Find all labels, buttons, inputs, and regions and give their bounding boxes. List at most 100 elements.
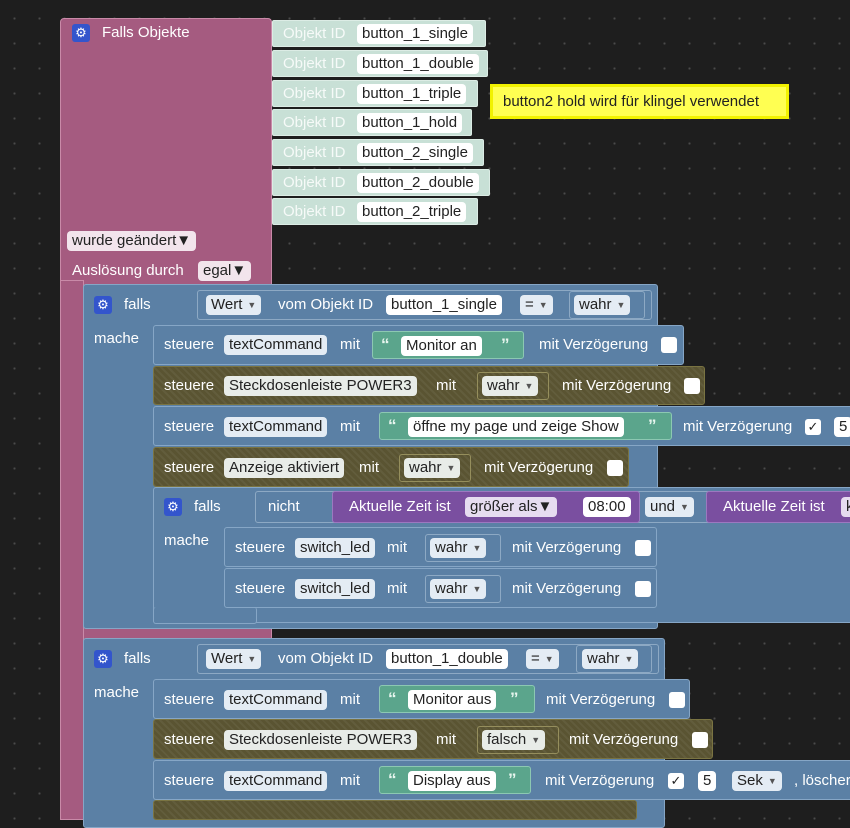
object-row-3[interactable]: Objekt ID button_1_triple — [272, 80, 478, 107]
object-row-7[interactable]: Objekt ID button_2_triple — [272, 198, 478, 225]
control-block[interactable]: steuere switch_led mit wahr▼ mit Verzöge… — [224, 568, 657, 608]
delay-label: mit Verzögerung — [484, 459, 594, 476]
control-block[interactable]: steuere switch_led mit wahr▼ mit Verzöge… — [224, 527, 657, 567]
gear-icon[interactable]: ⚙ — [72, 24, 90, 42]
object-id-label: Objekt ID — [283, 55, 346, 72]
text-block[interactable]: “ Display aus ” — [379, 766, 531, 794]
compare-dropdown[interactable]: größer als▼ — [465, 497, 558, 517]
delay-label: mit Verzögerung — [539, 336, 649, 353]
control-label: steuere — [164, 336, 215, 353]
object-id-field[interactable]: button_2_triple — [357, 202, 467, 222]
delay-checkbox[interactable] — [635, 540, 651, 556]
bool-wrap — [576, 645, 652, 673]
delay-checkbox[interactable] — [669, 692, 685, 708]
compare-dropdown-cut[interactable]: k — [841, 497, 850, 517]
text-field[interactable]: Display aus — [408, 771, 496, 791]
target-dropdown[interactable]: textCommand — [224, 690, 328, 710]
text-block[interactable]: “ öffne my page und zeige Show ” — [379, 412, 672, 440]
time-field[interactable]: 08:00 — [583, 497, 631, 517]
delay-checkbox[interactable] — [692, 732, 708, 748]
object-row-1[interactable]: Objekt ID button_1_single — [272, 20, 486, 47]
text-block[interactable]: “ Monitor aus ” — [379, 685, 535, 713]
delay-checkbox[interactable] — [607, 460, 623, 476]
quote-open-icon: “ — [388, 770, 397, 789]
control-block[interactable]: steuere textCommand mit “ Monitor an ” m… — [153, 325, 684, 365]
target-dropdown[interactable]: textCommand — [224, 335, 328, 355]
target-dropdown[interactable]: Anzeige aktiviert — [224, 458, 345, 478]
control-block[interactable]: steuere Steckdosenleiste POWER3 mit wahr… — [153, 366, 705, 405]
condition-compare[interactable] — [197, 644, 659, 674]
target-dropdown[interactable]: textCommand — [224, 417, 328, 437]
with-label: mit — [340, 691, 360, 708]
delay-checkbox[interactable]: ✓ — [805, 419, 821, 435]
object-id-label: Objekt ID — [283, 203, 346, 220]
do-label: mache — [94, 330, 140, 347]
value-dropdown[interactable]: Wert▼ — [206, 295, 262, 315]
trigger-by-dropdown[interactable]: egal▼ — [198, 261, 252, 281]
operator-dropdown[interactable]: =▼ — [526, 649, 559, 669]
object-id-field[interactable]: button_1_hold — [357, 113, 463, 133]
target-dropdown[interactable]: textCommand — [224, 771, 328, 791]
target-dropdown[interactable]: switch_led — [295, 579, 376, 599]
bool-dropdown[interactable]: falsch▼ — [482, 730, 546, 750]
bool-dropdown[interactable]: wahr▼ — [482, 376, 539, 396]
control-block[interactable]: steuere textCommand mit “ öffne my page … — [153, 406, 850, 446]
with-label: mit — [387, 539, 407, 556]
with-label: mit — [436, 731, 456, 748]
object-row-2[interactable]: Objekt ID button_1_double — [272, 50, 488, 77]
object-id-field[interactable]: button_1_triple — [357, 84, 467, 104]
bool-dropdown[interactable]: wahr▼ — [430, 538, 487, 558]
object-row-4[interactable]: Objekt ID button_1_hold — [272, 109, 472, 136]
control-block-partial[interactable] — [153, 800, 637, 820]
control-block[interactable]: steuere textCommand mit “ Monitor aus ” … — [153, 679, 690, 719]
text-field[interactable]: Monitor an — [401, 336, 482, 356]
comment-bubble[interactable]: button2 hold wird für klingel verwendet — [490, 84, 789, 119]
bool-dropdown[interactable]: wahr▼ — [574, 295, 631, 315]
delay-checkbox[interactable] — [684, 378, 700, 394]
delay-value-field[interactable]: 5 — [834, 417, 850, 437]
control-label: steuere — [164, 731, 215, 748]
bool-dropdown[interactable]: wahr▼ — [582, 649, 639, 669]
text-block[interactable]: “ Monitor an ” — [372, 331, 524, 359]
object-id-field[interactable]: button_2_double — [357, 173, 479, 193]
with-label: mit — [340, 336, 360, 353]
control-block[interactable]: steuere textCommand mit “ Display aus ” … — [153, 760, 850, 800]
object-id-field[interactable]: button_1_double — [357, 54, 479, 74]
object-row-5[interactable]: Objekt ID button_2_single — [272, 139, 484, 166]
unit-dropdown[interactable]: Sek▼ — [732, 771, 782, 791]
and-dropdown[interactable]: und▼ — [645, 497, 694, 517]
clear-label: , löscher — [794, 772, 850, 789]
object-id-field[interactable]: button_1_single — [386, 295, 502, 315]
control-block[interactable]: steuere Steckdosenleiste POWER3 mit fals… — [153, 719, 713, 759]
delay-checkbox[interactable] — [635, 581, 651, 597]
delay-checkbox[interactable]: ✓ — [668, 773, 684, 789]
text-field[interactable]: Monitor aus — [408, 690, 497, 710]
value-dropdown[interactable]: Wert▼ — [206, 649, 262, 669]
object-id-field[interactable]: button_1_single — [357, 24, 473, 44]
object-id-field[interactable]: button_2_single — [357, 143, 473, 163]
operator-dropdown[interactable]: =▼ — [520, 295, 553, 315]
target-dropdown[interactable]: Steckdosenleiste POWER3 — [224, 730, 417, 750]
comment-text: button2 hold wird für klingel verwendet — [503, 93, 759, 110]
bool-dropdown[interactable]: wahr▼ — [404, 458, 461, 478]
change-mode-dropdown[interactable]: wurde geändert▼ — [67, 231, 197, 251]
object-id-label: Objekt ID — [283, 144, 346, 161]
target-dropdown[interactable]: Steckdosenleiste POWER3 — [224, 376, 417, 396]
object-row-6[interactable]: Objekt ID button_2_double — [272, 169, 490, 196]
delay-label: mit Verzögerung — [569, 731, 679, 748]
target-dropdown[interactable]: switch_led — [295, 538, 376, 558]
gear-icon[interactable]: ⚙ — [164, 498, 182, 516]
object-id-field[interactable]: button_1_double — [386, 649, 508, 669]
do-label: mache — [94, 684, 140, 701]
control-block[interactable]: steuere Anzeige aktiviert mit wahr▼ mit … — [153, 447, 629, 487]
time-compare-block-2[interactable]: Aktuelle Zeit ist k — [706, 491, 850, 523]
gear-icon[interactable]: ⚙ — [94, 650, 112, 668]
bool-dropdown[interactable]: wahr▼ — [430, 579, 487, 599]
delay-value-field[interactable]: 5 — [698, 771, 717, 791]
gear-icon[interactable]: ⚙ — [94, 296, 112, 314]
text-field[interactable]: öffne my page und zeige Show — [408, 417, 624, 437]
delay-checkbox[interactable] — [661, 337, 677, 353]
trigger-inner-bar — [60, 280, 84, 820]
condition-compare[interactable] — [197, 290, 652, 320]
time-compare-block[interactable]: Aktuelle Zeit ist größer als▼ 08:00 — [332, 491, 640, 523]
